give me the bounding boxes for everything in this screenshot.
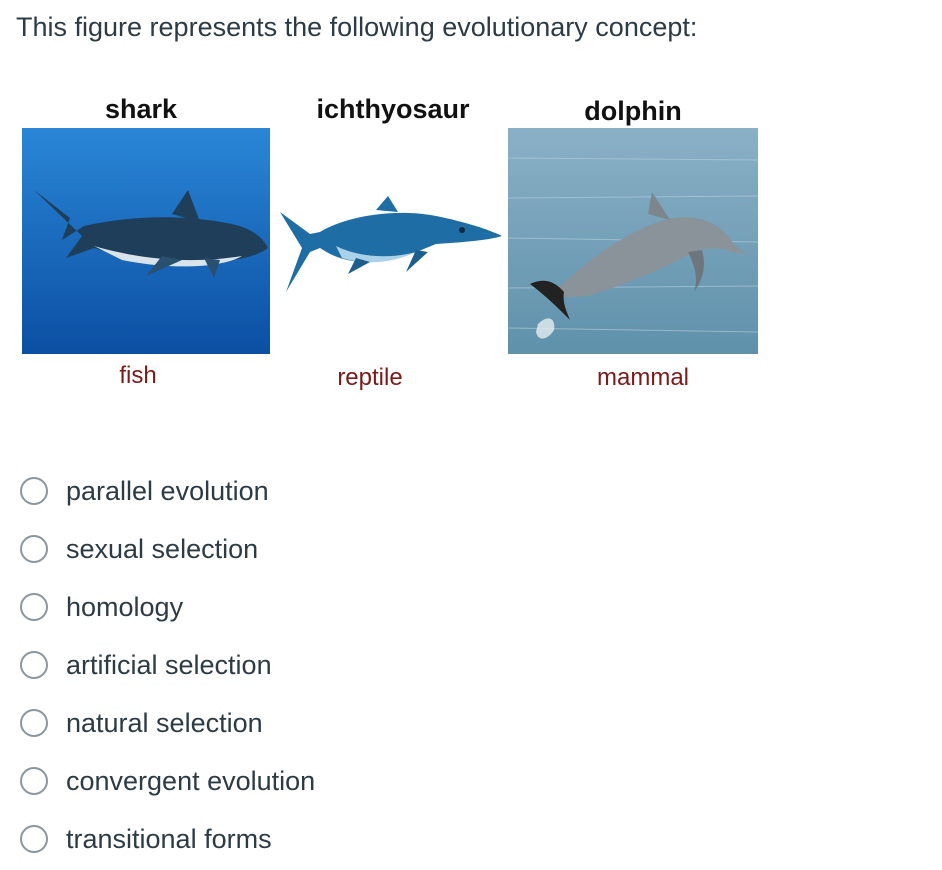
class-mammal: mammal bbox=[596, 364, 690, 391]
label-shark: shark bbox=[104, 94, 178, 124]
radio-button[interactable] bbox=[20, 477, 48, 505]
label-dolphin: dolphin bbox=[584, 96, 682, 126]
class-reptile: reptile bbox=[337, 364, 403, 391]
radio-button[interactable] bbox=[20, 651, 48, 679]
option-parallel-evolution[interactable]: parallel evolution bbox=[20, 462, 315, 520]
option-label: homology bbox=[66, 591, 184, 622]
option-homology[interactable]: homology bbox=[20, 578, 315, 636]
option-label: sexual selection bbox=[66, 533, 259, 564]
option-convergent-evolution[interactable]: convergent evolution bbox=[20, 752, 315, 810]
convergent-figure: shark ichthyosaur dolphin bbox=[0, 0, 942, 420]
option-label: artificial selection bbox=[66, 649, 272, 680]
dolphin-icon bbox=[530, 192, 746, 339]
radio-button[interactable] bbox=[20, 709, 48, 737]
option-natural-selection[interactable]: natural selection bbox=[20, 694, 315, 752]
option-artificial-selection[interactable]: artificial selection bbox=[20, 636, 315, 694]
option-sexual-selection[interactable]: sexual selection bbox=[20, 520, 315, 578]
option-label: transitional forms bbox=[66, 823, 272, 854]
answer-options: parallel evolution sexual selection homo… bbox=[20, 462, 315, 868]
label-ichthyosaur: ichthyosaur bbox=[316, 94, 470, 124]
ichthyosaur-icon bbox=[280, 196, 502, 292]
radio-button[interactable] bbox=[20, 767, 48, 795]
option-label: parallel evolution bbox=[66, 475, 269, 506]
radio-button[interactable] bbox=[20, 535, 48, 563]
option-label: natural selection bbox=[66, 707, 263, 738]
radio-button[interactable] bbox=[20, 825, 48, 853]
option-label: convergent evolution bbox=[66, 765, 316, 796]
option-transitional-forms[interactable]: transitional forms bbox=[20, 810, 315, 868]
shark-image bbox=[22, 128, 270, 354]
question-text: This figure represents the following evo… bbox=[16, 12, 698, 42]
class-fish: fish bbox=[119, 362, 157, 389]
shark-icon bbox=[34, 190, 268, 278]
dolphin-image bbox=[508, 128, 758, 354]
radio-button[interactable] bbox=[20, 593, 48, 621]
ichthyosaur-image bbox=[276, 190, 504, 298]
